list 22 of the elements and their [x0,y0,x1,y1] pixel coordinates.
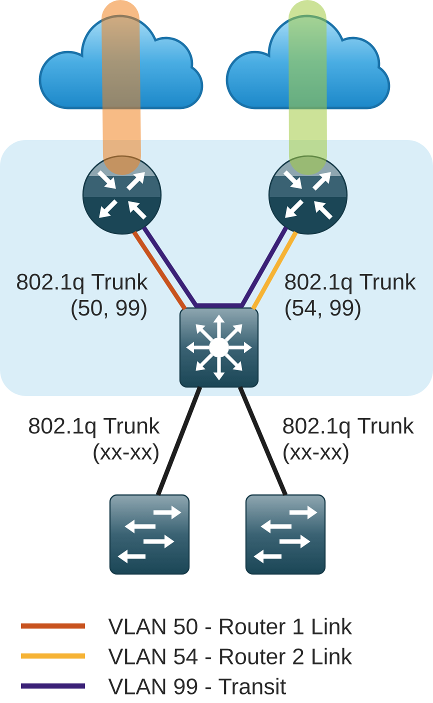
edge-label: 802.1q Trunk (54, 99) [282,271,426,322]
tunnel-tube [288,0,327,175]
multilayer-switch-icon [179,307,259,388]
link-line [238,386,288,496]
cloud-icon [38,14,204,110]
legend-label: VLAN 54 - Router 2 Link [108,648,352,664]
edge-label: 802.1q Trunk (xx-xx) [280,415,424,466]
router-icon [82,155,162,235]
legend-label: VLAN 99 - Transit [108,678,286,694]
legend-label: VLAN 50 - Router 1 Link [108,618,352,634]
switch-icon [109,494,190,575]
link-line [142,226,219,308]
edge-label: 802.1q Trunk (50, 99) [6,271,150,322]
link-line [156,386,202,496]
router-icon [268,155,348,235]
cloud-icon [226,14,390,110]
link-line [251,231,298,310]
link-line [132,230,187,310]
edge-label: 802.1q Trunk (xx-xx) [18,415,162,466]
tunnel-tube [102,0,141,175]
link-line [219,226,288,308]
switch-icon [245,494,326,575]
